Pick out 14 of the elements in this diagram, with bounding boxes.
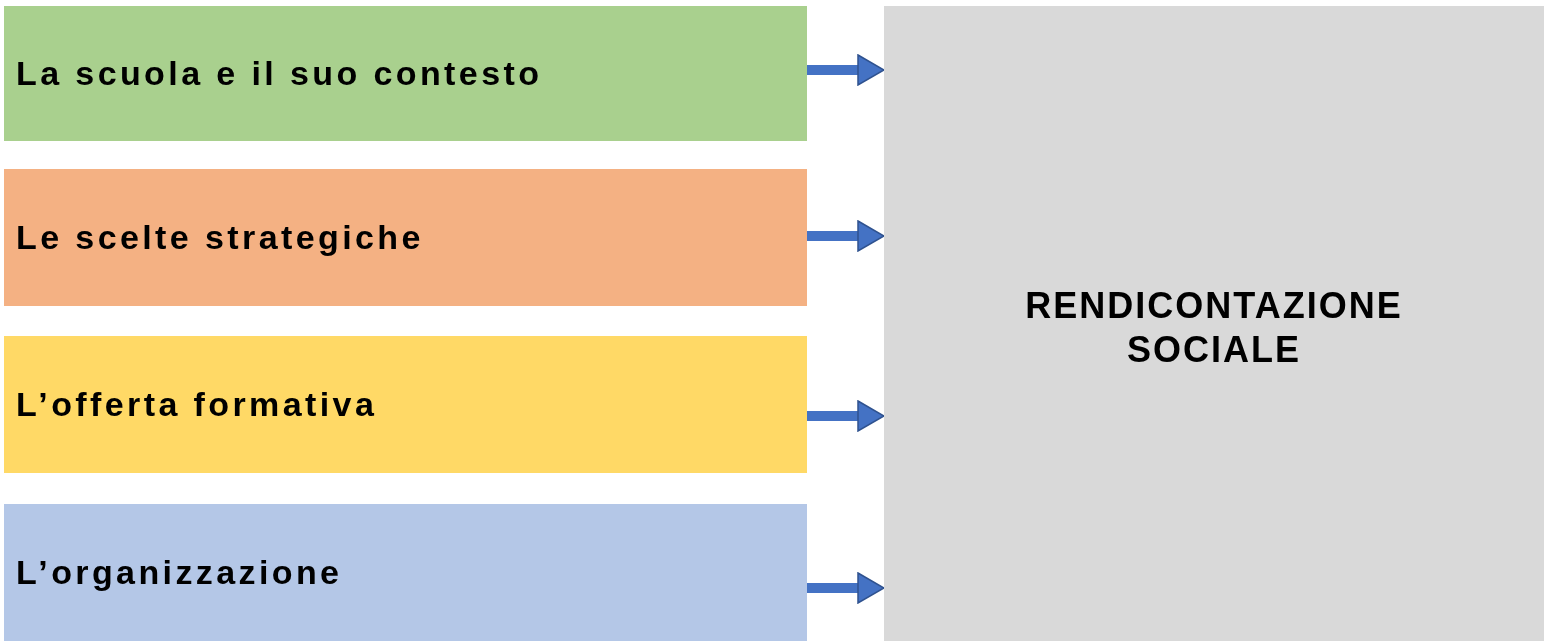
target-box — [884, 6, 1544, 641]
category-box — [4, 169, 807, 306]
box-label: L’organizzazione — [15, 553, 343, 592]
box-label: La scuola e il suo contesto — [15, 54, 543, 93]
category-box — [4, 504, 807, 641]
arrow — [807, 220, 885, 252]
category-box — [4, 336, 807, 473]
category-box — [4, 6, 807, 141]
arrow — [807, 572, 885, 604]
box-label: L’offerta formativa — [15, 385, 378, 424]
arrow — [807, 54, 885, 86]
arrow — [807, 400, 885, 432]
box-label: Le scelte strategiche — [15, 218, 424, 257]
box-label: RENDICONTAZIONE SOCIALE — [1024, 284, 1404, 372]
